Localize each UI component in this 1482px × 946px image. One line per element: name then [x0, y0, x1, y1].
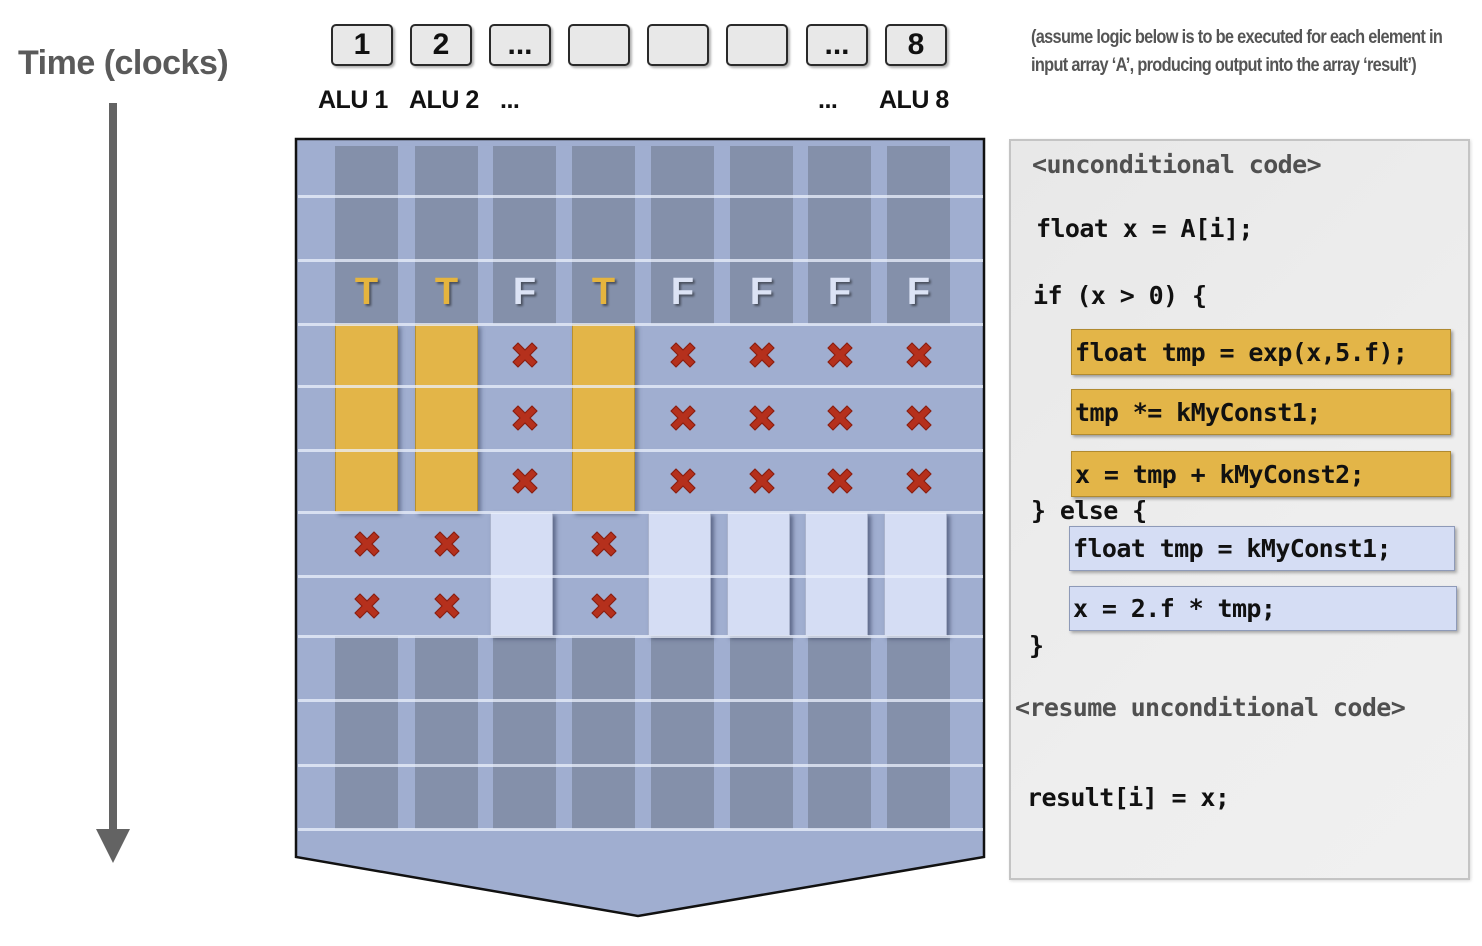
time-axis-label: Time (clocks) — [18, 44, 229, 82]
idle-cell-lane-1 — [335, 636, 398, 829]
clock-divider — [298, 449, 983, 452]
alu-box-7: ... — [806, 24, 868, 66]
red-x-icon — [663, 335, 703, 375]
false-branch-code-line: x = 2.f * tmp; — [1069, 586, 1457, 631]
red-x-icon — [742, 461, 782, 501]
alu-box-3: ... — [489, 24, 551, 66]
code-line: if (x > 0) { — [1033, 281, 1207, 310]
assumption-note: (assume logic below is to be executed fo… — [1031, 27, 1443, 76]
clock-divider — [298, 699, 983, 702]
idle-cell-lane-6 — [730, 146, 793, 324]
code-line: } — [1029, 631, 1044, 660]
condition-result-lane-2: T — [434, 270, 459, 313]
red-x-icon — [899, 461, 939, 501]
red-x-icon — [742, 398, 782, 438]
idle-cell-lane-6 — [730, 636, 793, 829]
alu-label-ellipsis-right: ... — [818, 86, 838, 114]
clock-divider — [298, 385, 983, 388]
clock-divider — [298, 828, 983, 831]
clock-divider — [298, 635, 983, 638]
red-x-icon — [899, 335, 939, 375]
clock-divider — [298, 259, 983, 262]
false-branch-code-line: float tmp = kMyConst1; — [1069, 526, 1455, 571]
clock-divider — [298, 575, 983, 578]
red-x-icon — [899, 398, 939, 438]
idle-cell-lane-1 — [335, 146, 398, 324]
red-x-icon — [427, 586, 467, 626]
red-x-icon — [505, 398, 545, 438]
clock-divider — [298, 195, 983, 198]
condition-result-lane-3: F — [512, 270, 537, 313]
red-x-icon — [584, 586, 624, 626]
true-branch-exec-lane-1 — [335, 324, 398, 512]
code-panel — [1009, 139, 1470, 880]
red-x-icon — [663, 398, 703, 438]
alu-label-1: ALU 1 — [318, 86, 388, 114]
time-arrow-shaft — [109, 103, 117, 833]
red-x-icon — [820, 335, 860, 375]
alu-label-2: ALU 2 — [409, 86, 479, 114]
alu-box-2: 2 — [410, 24, 472, 66]
red-x-icon — [584, 524, 624, 564]
red-x-icon — [663, 461, 703, 501]
false-branch-exec-lane-8 — [884, 512, 947, 636]
false-branch-exec-lane-6 — [727, 512, 790, 636]
red-x-icon — [427, 524, 467, 564]
idle-cell-lane-2 — [415, 146, 478, 324]
idle-cell-lane-5 — [651, 146, 714, 324]
condition-result-lane-6: F — [749, 270, 774, 313]
alu-label-8: ALU 8 — [879, 86, 949, 114]
true-branch-code-line: float tmp = exp(x,5.f); — [1071, 329, 1451, 375]
red-x-icon — [820, 398, 860, 438]
condition-result-lane-8: F — [906, 270, 931, 313]
clock-divider — [298, 511, 983, 514]
code-line: result[i] = x; — [1027, 783, 1230, 812]
clock-divider — [298, 764, 983, 767]
condition-result-lane-5: F — [670, 270, 695, 313]
time-arrow-head-icon — [96, 829, 130, 863]
condition-result-lane-4: T — [591, 270, 616, 313]
red-x-icon — [347, 586, 387, 626]
red-x-icon — [505, 335, 545, 375]
idle-cell-lane-4 — [572, 636, 635, 829]
alu-box-4 — [568, 24, 630, 66]
idle-cell-lane-3 — [493, 636, 556, 829]
false-branch-exec-lane-3 — [490, 512, 553, 636]
false-branch-exec-lane-7 — [805, 512, 868, 636]
alu-box-5 — [647, 24, 709, 66]
idle-cell-lane-3 — [493, 146, 556, 324]
condition-result-lane-7: F — [827, 270, 852, 313]
red-x-icon — [742, 335, 782, 375]
alu-box-8: 8 — [885, 24, 947, 66]
code-comment-line: <unconditional code> — [1032, 150, 1322, 179]
red-x-icon — [820, 461, 860, 501]
alu-box-1: 1 — [331, 24, 393, 66]
idle-cell-lane-8 — [887, 146, 950, 324]
alu-label-ellipsis-left: ... — [500, 86, 520, 114]
clock-divider — [298, 323, 983, 326]
true-branch-exec-lane-2 — [415, 324, 478, 512]
red-x-icon — [505, 461, 545, 501]
idle-cell-lane-7 — [808, 636, 871, 829]
idle-cell-lane-2 — [415, 636, 478, 829]
idle-cell-lane-5 — [651, 636, 714, 829]
true-branch-code-line: x = tmp + kMyConst2; — [1071, 451, 1451, 497]
code-line: } else { — [1031, 496, 1147, 525]
false-branch-exec-lane-5 — [648, 512, 711, 636]
idle-cell-lane-4 — [572, 146, 635, 324]
code-line: float x = A[i]; — [1036, 214, 1253, 243]
code-comment-line: <resume unconditional code> — [1015, 693, 1406, 722]
condition-result-lane-1: T — [354, 270, 379, 313]
true-branch-exec-lane-4 — [572, 324, 635, 512]
alu-box-6 — [726, 24, 788, 66]
true-branch-code-line: tmp *= kMyConst1; — [1071, 389, 1451, 435]
red-x-icon — [347, 524, 387, 564]
idle-cell-lane-8 — [887, 636, 950, 829]
idle-cell-lane-7 — [808, 146, 871, 324]
